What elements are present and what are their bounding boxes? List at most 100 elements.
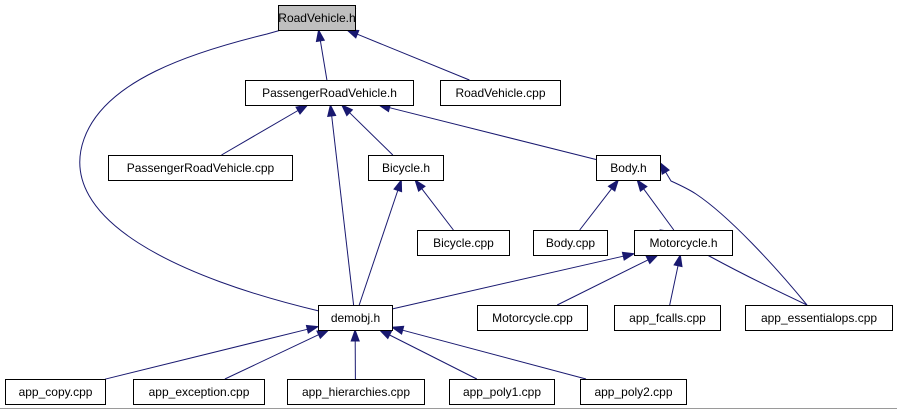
edge-line — [579, 188, 612, 231]
edge-line — [665, 171, 808, 306]
edge-line — [643, 188, 675, 231]
node-label: PassengerRoadVehicle.cpp — [127, 161, 275, 175]
node-bicycle_cpp[interactable]: Bicycle.cpp — [417, 230, 510, 256]
node-bicycle_h[interactable]: Bicycle.h — [368, 155, 444, 181]
node-motorcycle_cpp[interactable]: Motorcycle.cpp — [477, 305, 588, 331]
edge-roadvehicle_cpp-to-roadvehicle_h — [345, 29, 470, 81]
node-label: demobj.h — [331, 311, 380, 325]
edge-line — [391, 255, 624, 310]
arrowhead-icon — [621, 251, 636, 261]
edge-line — [669, 265, 679, 306]
arrowhead-icon — [607, 178, 620, 192]
edge-line — [421, 188, 454, 231]
node-label: Body.cpp — [546, 236, 595, 250]
node-label: app_hierarchies.cpp — [302, 385, 410, 399]
arrowhead-icon — [340, 103, 354, 117]
arrowhead-icon — [636, 178, 648, 193]
node-motorcycle_h[interactable]: Motorcycle.h — [634, 230, 733, 256]
node-box — [533, 230, 608, 256]
edge-bicycle_h-to-passengerroadvehicle_h — [340, 103, 394, 156]
node-app_essentialops_cpp[interactable]: app_essentialops.cpp — [745, 305, 893, 331]
edges-layer — [79, 7, 808, 380]
edge-line — [389, 107, 597, 160]
arrowhead-icon — [378, 329, 393, 340]
node-demobj_h[interactable]: demobj.h — [318, 305, 393, 331]
node-box — [449, 379, 555, 405]
node-label: Body.h — [610, 161, 646, 175]
edge-demobj_h-to-bicycle_h — [358, 178, 403, 306]
edge-line — [319, 40, 328, 81]
node-roadvehicle_cpp[interactable]: RoadVehicle.cpp — [440, 80, 561, 106]
node-box — [245, 80, 414, 106]
edge-app_poly1_cpp-to-demobj_h — [378, 329, 478, 380]
edge-line — [358, 190, 399, 306]
edge-line — [79, 11, 345, 312]
edge-app_poly2_cpp-to-demobj_h — [390, 325, 587, 380]
arrowhead-icon — [393, 178, 403, 193]
arrowhead-icon — [295, 104, 309, 115]
edge-demobj_h-to-passengerroadvehicle_h — [327, 103, 355, 306]
node-box — [5, 379, 106, 405]
node-box — [133, 379, 265, 405]
edge-passengerroadvehicle_h-to-roadvehicle_h — [315, 28, 328, 81]
node-box — [634, 230, 733, 256]
edge-line — [349, 112, 394, 156]
node-app_fcalls_cpp[interactable]: app_fcalls.cpp — [614, 305, 721, 331]
node-app_copy_cpp[interactable]: app_copy.cpp — [5, 379, 106, 405]
edge-app_essentialops_cpp-to-body_h — [659, 161, 808, 306]
arrowhead-icon — [659, 161, 670, 175]
edge-line — [389, 334, 478, 380]
node-box — [440, 80, 561, 106]
arrowhead-icon — [414, 178, 426, 193]
node-label: RoadVehicle.h — [278, 11, 355, 25]
node-box — [580, 379, 687, 405]
node-app_poly2_cpp[interactable]: app_poly2.cpp — [580, 379, 687, 405]
edge-motorcycle_h-to-body_h — [636, 178, 675, 231]
arrowhead-icon — [350, 328, 360, 342]
edge-line — [104, 328, 308, 380]
node-box — [318, 305, 393, 331]
node-app_exception_cpp[interactable]: app_exception.cpp — [133, 379, 265, 405]
node-label: PassengerRoadVehicle.h — [262, 86, 397, 100]
bottom-divider — [0, 408, 897, 409]
node-passengerroadvehicle_h[interactable]: PassengerRoadVehicle.h — [245, 80, 414, 106]
node-box — [417, 230, 510, 256]
node-label: app_essentialops.cpp — [761, 311, 877, 325]
node-passengerroadvehicle_cpp[interactable]: PassengerRoadVehicle.cpp — [108, 155, 293, 181]
node-label: Bicycle.cpp — [433, 236, 494, 250]
edge-app_copy_cpp-to-demobj_h — [104, 324, 320, 380]
arrowhead-icon — [316, 329, 330, 340]
node-label: app_copy.cpp — [19, 385, 93, 399]
edge-body_h-to-passengerroadvehicle_h — [377, 103, 597, 160]
node-body_h[interactable]: Body.h — [596, 155, 661, 181]
arrowhead-icon — [327, 103, 337, 117]
edge-demobj_h-to-motorcycle_h — [391, 251, 636, 310]
arrowhead-icon — [345, 29, 360, 39]
edge-motorcycle_cpp-to-motorcycle_h — [556, 254, 660, 306]
arrowhead-icon — [390, 325, 405, 335]
edge-line — [331, 115, 355, 306]
edge-line — [357, 33, 470, 81]
node-box — [596, 155, 661, 181]
node-label: Bicycle.h — [382, 161, 430, 175]
node-roadvehicle_h: RoadVehicle.h — [278, 5, 356, 31]
node-box — [477, 305, 588, 331]
node-app_poly1_cpp[interactable]: app_poly1.cpp — [449, 379, 555, 405]
node-label: app_poly1.cpp — [463, 385, 541, 399]
node-box — [745, 305, 893, 331]
node-label: RoadVehicle.cpp — [455, 86, 545, 100]
arrowhead-icon — [645, 254, 660, 265]
edge-line — [556, 259, 649, 306]
arrowhead-icon — [305, 324, 320, 334]
edge-app_hierarchies_cpp-to-demobj_h — [350, 328, 360, 380]
node-box — [278, 5, 356, 31]
node-label: Motorcycle.cpp — [492, 311, 573, 325]
node-label: app_fcalls.cpp — [629, 311, 706, 325]
node-label: app_exception.cpp — [149, 385, 250, 399]
edge-app_fcalls_cpp-to-motorcycle_h — [669, 253, 683, 306]
node-body_cpp[interactable]: Body.cpp — [533, 230, 608, 256]
edge-bicycle_cpp-to-bicycle_h — [414, 178, 454, 231]
node-app_hierarchies_cpp[interactable]: app_hierarchies.cpp — [287, 379, 425, 405]
arrowhead-icon — [673, 253, 683, 268]
